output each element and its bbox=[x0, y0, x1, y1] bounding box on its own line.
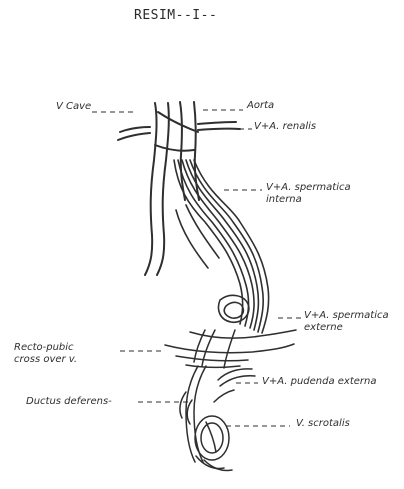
label-ductus-deferens: Ductus deferens- bbox=[26, 396, 112, 408]
label-v-scrotalis: V. scrotalis bbox=[296, 418, 350, 430]
vessel-trunk bbox=[118, 102, 240, 275]
scrotal-region bbox=[180, 366, 255, 471]
label-recto-pubic: Recto-pubic cross over v. bbox=[14, 342, 77, 366]
label-aorta: Aorta bbox=[247, 100, 274, 112]
label-v-a-pudenda-externa: V+A. pudenda externa bbox=[262, 376, 377, 388]
spermatic-vessels bbox=[174, 160, 269, 333]
label-v-a-renalis: V+A. renalis bbox=[254, 121, 316, 133]
label-v-a-spermatica-interna: V+A. spermatica interna bbox=[266, 182, 351, 206]
recto-pubic-region bbox=[165, 330, 296, 368]
label-v-a-spermatica-externa: V+A. spermatica externe bbox=[304, 310, 389, 334]
label-v-cava: V Cave bbox=[56, 101, 91, 113]
